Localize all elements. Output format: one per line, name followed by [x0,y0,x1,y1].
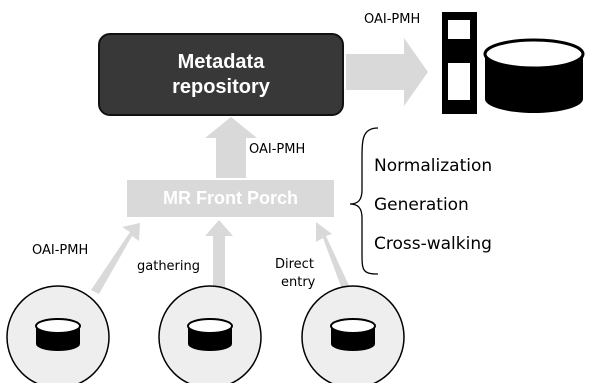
input-label-gathering: gathering [137,259,201,274]
input-label-direct-line2: entry [281,275,316,290]
arrow-porch-to-repository [205,117,257,178]
process-normalization: Normalization [374,156,493,176]
vertical-arrow-label: OAI-PMH [249,142,306,157]
arrow-source-middle [205,220,233,295]
repository-label-line2: repository [172,75,270,98]
input-label-direct-line1: Direct [275,257,314,272]
server-icon [442,12,477,114]
input-label-oai-pmh: OAI-PMH [32,243,89,258]
arrow-source-right [316,222,351,292]
process-generation: Generation [374,195,469,215]
source-circle-right [301,285,405,383]
metadata-repository-box: Metadata repository [98,33,344,116]
curly-brace [349,127,379,275]
source-circle-middle [158,285,262,383]
process-cross-walking: Cross-walking [374,234,492,254]
top-arrow-label: OAI-PMH [364,12,421,27]
arrow-source-left [91,223,140,294]
source-circle-left [6,285,110,383]
front-porch-box: MR Front Porch [127,180,334,217]
database-icon [483,38,585,113]
arrow-repository-to-server [346,38,428,106]
repository-label-line1: Metadata [177,50,265,73]
